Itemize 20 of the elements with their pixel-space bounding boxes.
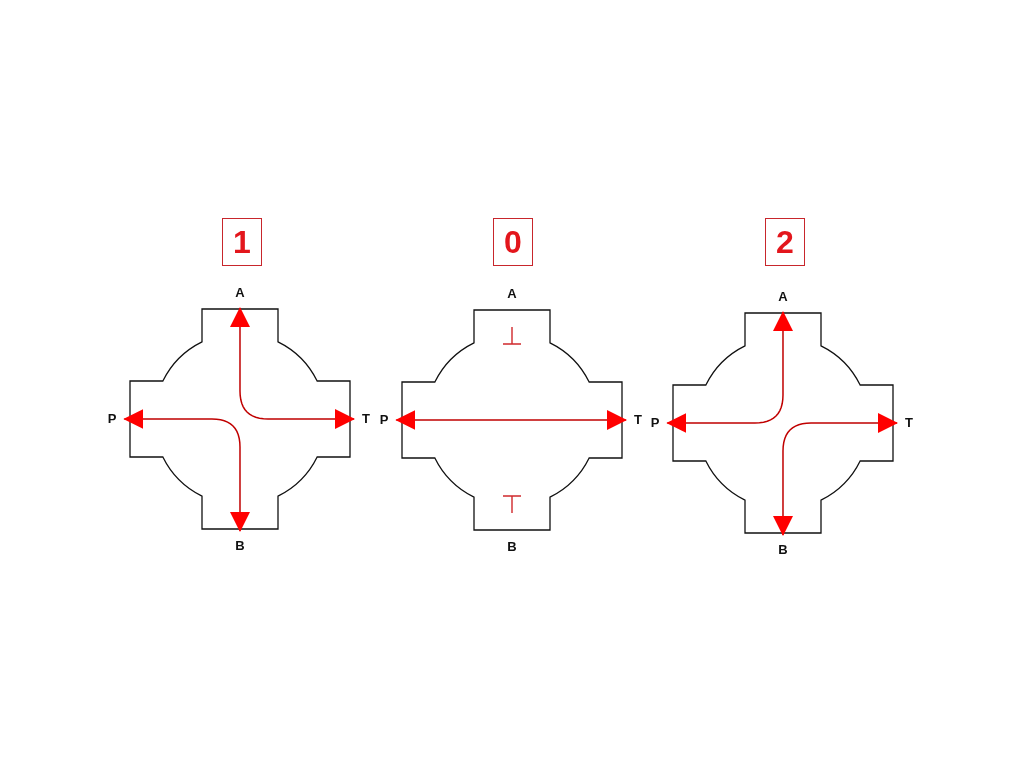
port-label: A bbox=[507, 287, 517, 301]
port-label: A bbox=[778, 290, 788, 304]
flow-arrow bbox=[666, 311, 793, 433]
port-label: T bbox=[362, 412, 370, 426]
flow-arrow bbox=[230, 307, 355, 429]
port-label: B bbox=[507, 540, 517, 554]
port-label: B bbox=[778, 543, 788, 557]
flow-arrow bbox=[395, 410, 627, 430]
port-label: A bbox=[235, 286, 245, 300]
port-label: T bbox=[905, 416, 913, 430]
flow-arrow bbox=[123, 409, 250, 532]
port-label: P bbox=[107, 412, 117, 426]
port-label: P bbox=[650, 416, 660, 430]
port-label: P bbox=[379, 413, 389, 427]
flow-arrow bbox=[773, 413, 898, 536]
port-label: B bbox=[235, 539, 245, 553]
position-number: 1 bbox=[222, 218, 262, 266]
position-number: 2 bbox=[765, 218, 805, 266]
port-label: T bbox=[634, 413, 642, 427]
position-number: 0 bbox=[493, 218, 533, 266]
